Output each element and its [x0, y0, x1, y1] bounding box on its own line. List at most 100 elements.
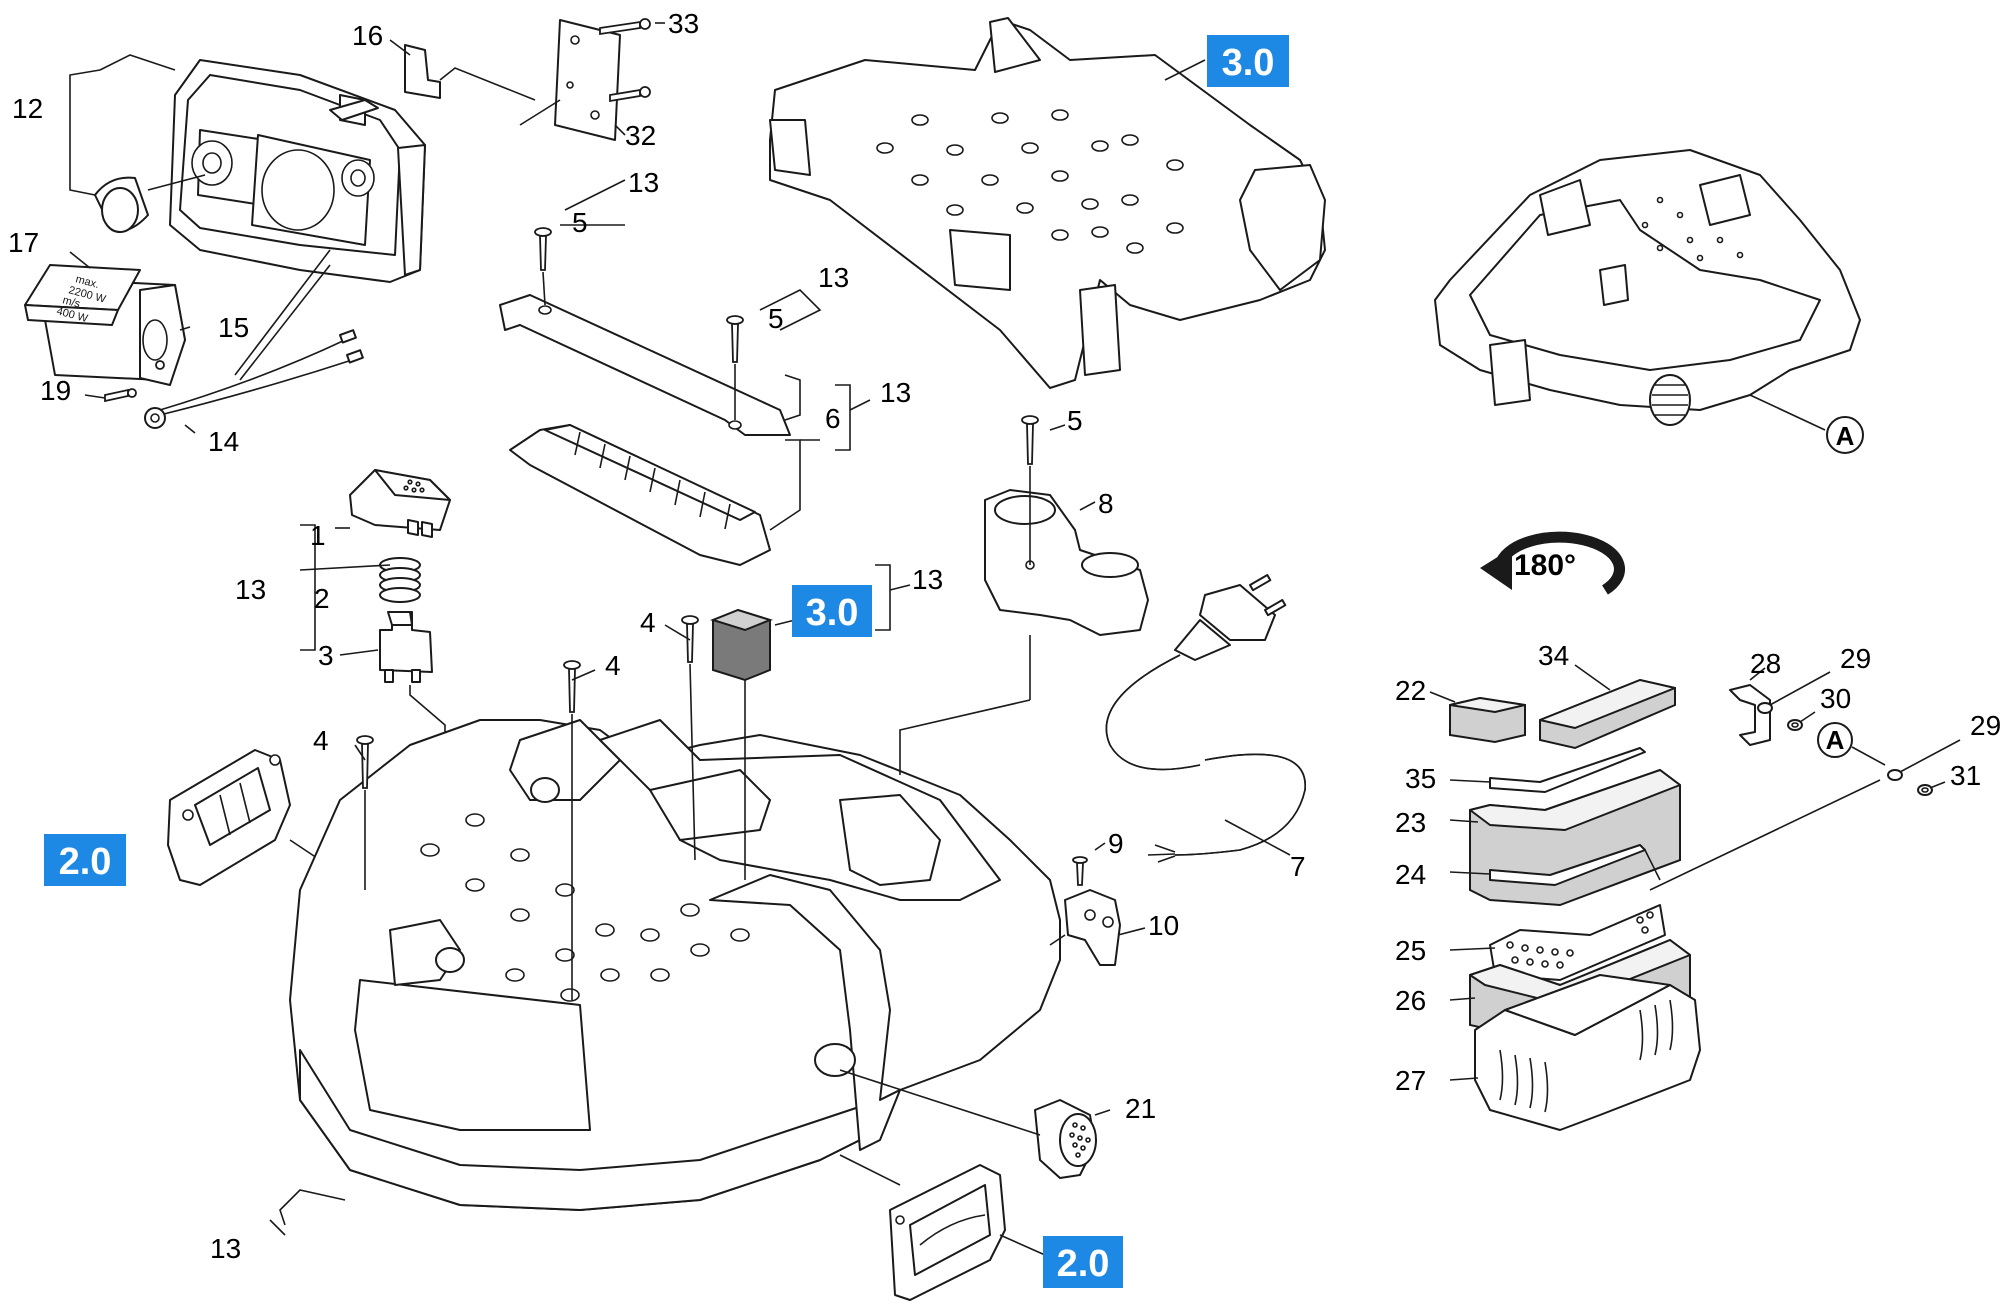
- label-32: 32: [625, 120, 656, 151]
- label-17: 17: [8, 227, 39, 258]
- badge-2-0-bottom-label: 2.0: [1057, 1243, 1110, 1285]
- screw-5-c: [1021, 415, 1039, 465]
- rotation-180-icon: 180°: [1480, 531, 1625, 595]
- label-16: 16: [352, 20, 383, 51]
- label-26: 26: [1395, 985, 1426, 1016]
- grid-holes: [1506, 911, 1654, 969]
- cable-14: [144, 329, 364, 429]
- speaker-21: [1034, 1099, 1097, 1179]
- badge-2-0-bottom[interactable]: 2.0: [1043, 1236, 1123, 1288]
- label-27: 27: [1395, 1065, 1426, 1096]
- rotation-180-label: 180°: [1514, 549, 1576, 582]
- label-5-c: 5: [1067, 405, 1083, 436]
- label-5-b: 5: [768, 303, 784, 334]
- washer-29b: [1887, 769, 1903, 781]
- screw-4-mid: [563, 660, 581, 713]
- handle-cover-6: [499, 294, 791, 436]
- handle-grip-6: [509, 424, 771, 566]
- pad-22: [1449, 696, 1526, 744]
- housing-vent-lines: [1652, 384, 1688, 416]
- label-29-b: 29: [1970, 710, 2001, 741]
- label-21: 21: [1125, 1093, 1156, 1124]
- cap-dots: [403, 479, 425, 493]
- label-4-b: 4: [605, 650, 621, 681]
- part-number-labels: 16 33 12 32 17 13 5 15 13 5 19 13 6 14 5…: [8, 8, 2001, 1264]
- badge-3-0-mid[interactable]: 3.0: [792, 585, 872, 637]
- label-23: 23: [1395, 807, 1426, 838]
- mounting-plate-32: [554, 19, 621, 141]
- filter-cover-bottom: [889, 1164, 1006, 1301]
- rating-plate-17: max. 2200 W m/s 400 W: [24, 264, 141, 326]
- label-13-b: 13: [818, 262, 849, 293]
- label-28: 28: [1750, 648, 1781, 679]
- label-35: 35: [1405, 763, 1436, 794]
- water-tank: [769, 17, 1326, 389]
- ref-marker-a-bottom: A: [1817, 722, 1853, 758]
- label-13-a: 13: [628, 167, 659, 198]
- switch-cap-1: [349, 469, 451, 538]
- label-29-a: 29: [1840, 643, 1871, 674]
- washer-29a: [1757, 702, 1773, 714]
- main-housing-13: [289, 719, 1061, 1211]
- screw-19: [104, 388, 137, 403]
- tank-surface-holes: [876, 109, 1184, 254]
- power-cord-7: [1105, 574, 1306, 863]
- rating-line-3: m/s: [61, 294, 82, 310]
- rating-line-1: max.: [74, 273, 100, 291]
- label-13-c: 13: [880, 377, 911, 408]
- screw-5-b: [726, 315, 744, 363]
- ref-marker-a-top-label: A: [1836, 421, 1855, 451]
- filter-frame-23: [1469, 768, 1681, 907]
- label-9: 9: [1108, 828, 1124, 859]
- screw-5-a: [534, 227, 552, 271]
- cover-slots: [1499, 999, 1674, 1113]
- label-7: 7: [1290, 851, 1306, 882]
- nut-31: [1917, 784, 1933, 796]
- ref-marker-a-top: A: [1826, 416, 1864, 454]
- screw-33: [599, 18, 651, 103]
- handle-ribs: [574, 431, 731, 530]
- label-13-f: 13: [210, 1233, 241, 1264]
- speaker-grille-dots: [1069, 1122, 1091, 1158]
- pad-34: [1539, 678, 1676, 750]
- label-4-c: 4: [313, 725, 329, 756]
- label-13-d: 13: [235, 574, 266, 605]
- label-6: 6: [825, 403, 841, 434]
- label-12: 12: [12, 93, 43, 124]
- control-panel-part-12: [169, 59, 426, 283]
- filter-cover-left: [167, 749, 291, 886]
- bracket-10: [1064, 889, 1121, 966]
- housing-top-view: [1434, 149, 1861, 426]
- label-34: 34: [1538, 640, 1569, 671]
- label-31: 31: [1950, 760, 1981, 791]
- label-5-a: 5: [572, 207, 588, 238]
- badge-2-0-left[interactable]: 2.0: [44, 834, 126, 886]
- label-13-e: 13: [912, 564, 943, 595]
- label-8: 8: [1098, 488, 1114, 519]
- holder-8: [984, 489, 1149, 636]
- strip-35: [1489, 747, 1646, 793]
- label-3: 3: [318, 640, 334, 671]
- filter-cover-27: [1474, 974, 1701, 1131]
- label-2: 2: [314, 583, 330, 614]
- screw-9: [1072, 856, 1088, 886]
- washer-30: [1787, 719, 1803, 731]
- label-1: 1: [310, 520, 326, 551]
- screw-4-right: [681, 615, 699, 663]
- badge-3-0-top[interactable]: 3.0: [1207, 35, 1289, 87]
- housing-dots: [1641, 196, 1744, 262]
- label-10: 10: [1148, 910, 1179, 941]
- badge-2-0-left-label: 2.0: [59, 841, 112, 883]
- spring-2: [379, 557, 421, 603]
- switch-part-16: [329, 44, 441, 126]
- label-15: 15: [218, 312, 249, 343]
- label-22: 22: [1395, 675, 1426, 706]
- switch-body-3: [379, 611, 433, 683]
- clip-28: [1729, 684, 1771, 746]
- pad-3: [710, 608, 773, 682]
- knob-part: [94, 176, 149, 233]
- label-19: 19: [40, 375, 71, 406]
- label-25: 25: [1395, 935, 1426, 966]
